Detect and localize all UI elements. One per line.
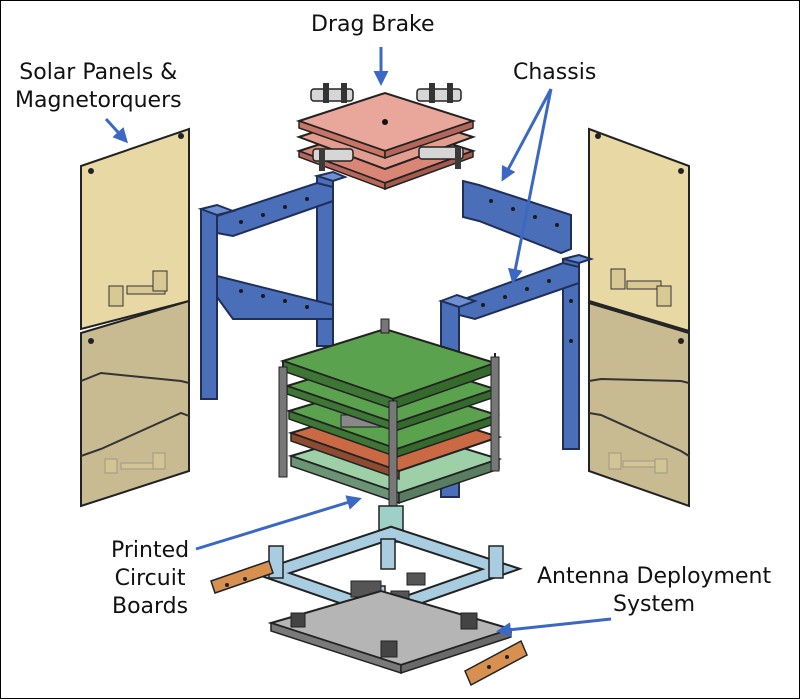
label-drag-brake: Drag Brake bbox=[311, 11, 435, 39]
base-plate bbox=[267, 589, 515, 675]
drag-brake-assembly bbox=[295, 83, 477, 191]
antenna-line-1: Antenna Deployment bbox=[537, 564, 772, 589]
arrow-pcb bbox=[195, 495, 362, 551]
pcb-line-3: Boards bbox=[111, 594, 189, 619]
antenna-deployment-frame bbox=[249, 525, 523, 619]
callout-arrows bbox=[104, 47, 612, 638]
antenna-line-2: System bbox=[613, 592, 696, 617]
pcb-line-2: Circuit bbox=[114, 566, 186, 591]
label-solar-panels: Solar Panels & Magnetorquers bbox=[15, 59, 182, 115]
arrow-chassis-lower bbox=[507, 88, 553, 284]
right-solar-panel-top bbox=[588, 127, 690, 333]
label-antenna: Antenna Deployment System bbox=[537, 563, 771, 619]
antenna-arm-left bbox=[210, 560, 274, 594]
left-chassis-frame bbox=[197, 170, 348, 400]
label-pcb: Printed Circuit Boards bbox=[111, 537, 189, 621]
right-solar-panel-bottom bbox=[588, 301, 690, 508]
label-chassis: Chassis bbox=[513, 59, 596, 87]
right-chassis-piece-top bbox=[462, 179, 572, 255]
arrow-chassis-upper bbox=[501, 88, 553, 182]
solar-panels-line-2: Magnetorquers bbox=[15, 88, 182, 113]
arrow-solar-panels bbox=[104, 117, 129, 144]
pcb-stack bbox=[278, 318, 503, 543]
pcb-line-1: Printed bbox=[111, 538, 190, 563]
left-solar-panel-bottom bbox=[80, 299, 190, 508]
antenna-arm-right bbox=[464, 639, 528, 687]
arrow-antenna bbox=[496, 617, 612, 638]
solar-panels-line-1: Solar Panels & bbox=[19, 60, 178, 85]
left-solar-panel-top bbox=[80, 127, 190, 331]
chassis-text: Chassis bbox=[513, 60, 597, 85]
drag-brake-text: Drag Brake bbox=[311, 12, 435, 37]
